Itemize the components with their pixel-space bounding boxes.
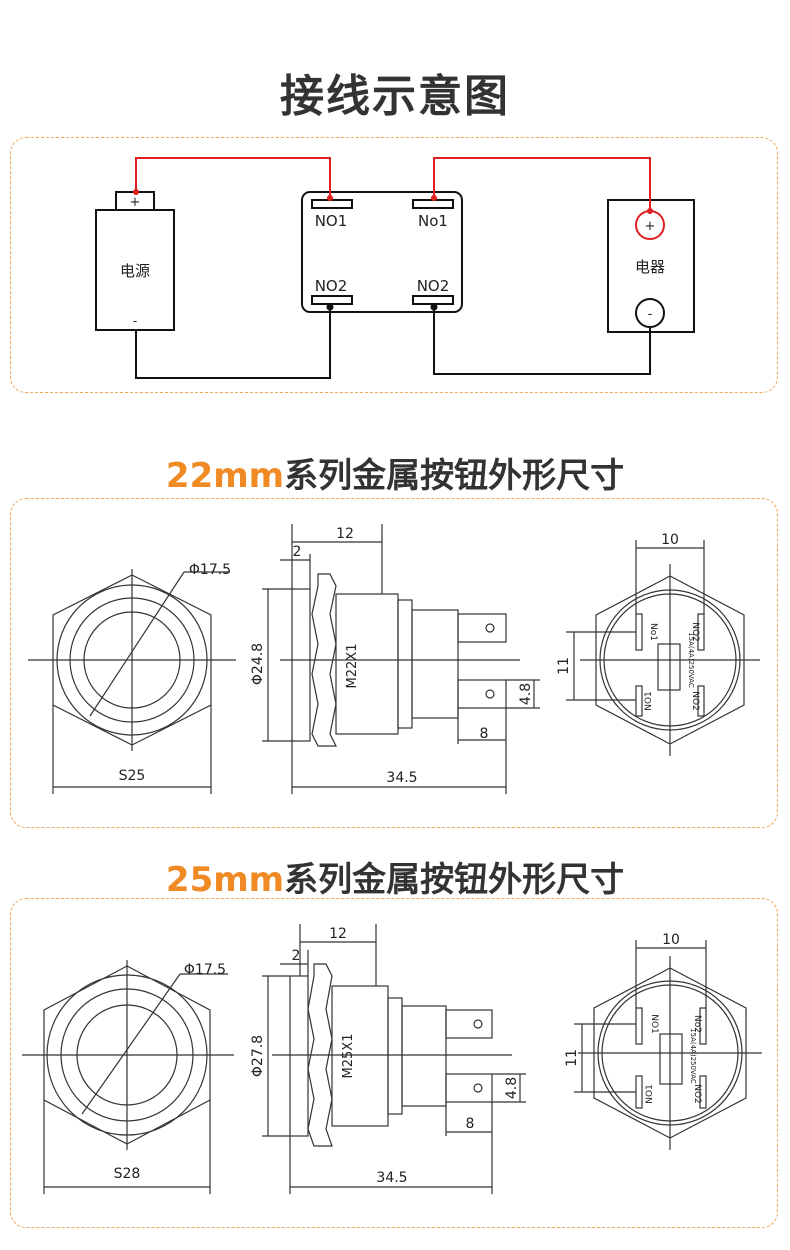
dim-thread-22: M22X1 xyxy=(345,644,360,689)
dimension-panel-25mm xyxy=(10,898,778,1228)
pin-bl-25: NO1 xyxy=(645,1084,655,1104)
dim-10-25: 10 xyxy=(662,932,680,948)
pin-br-25: NO2 xyxy=(692,1084,702,1104)
dim-10-22: 10 xyxy=(661,532,679,548)
dim-4-8-25: 4.8 xyxy=(504,1077,520,1099)
dimension-drawing-25mm: Φ17.5 S28 12 2 Φ27.8 M25X1 34.5 8 4.8 10… xyxy=(22,924,762,1194)
switch-no2-left-pin xyxy=(311,295,353,305)
section-22mm-title-text: 系列金属按钮外形尺寸 xyxy=(284,456,625,496)
load-label: 电器 xyxy=(635,258,665,276)
dim-2-25: 2 xyxy=(292,948,301,964)
pin-tl-22: No1 xyxy=(648,623,658,641)
dim-s-22: S25 xyxy=(119,768,146,784)
pin-tr-22: NO2 xyxy=(690,622,700,642)
dim-11-25: 11 xyxy=(564,1049,580,1067)
dim-phi-body-22: Φ24.8 xyxy=(250,643,266,685)
dim-phi-body-25: Φ27.8 xyxy=(250,1035,266,1077)
switch-label-no1-right: No1 xyxy=(418,212,448,230)
rating-22: 15A(4A)250VAC xyxy=(687,632,695,688)
switch-no1-left-pin xyxy=(311,199,353,209)
rating-25: 15A(4A)250VAC xyxy=(689,1028,697,1084)
page-title: 接线示意图 xyxy=(280,71,510,122)
power-plus-label: + xyxy=(130,195,141,210)
wiring-diagram: + 电源 - NO1 No1 NO2 NO2 + 电器 - xyxy=(95,157,695,379)
dim-12-25: 12 xyxy=(329,926,347,942)
dim-12-22: 12 xyxy=(336,526,354,542)
pin-tl-25: NO1 xyxy=(649,1014,659,1034)
switch-label-no1-left: NO1 xyxy=(315,212,348,230)
dimension-drawing-22mm: Φ17.5 S25 12 2 Φ24.8 M22X1 34.5 8 4.8 10… xyxy=(28,524,760,794)
dim-8-22: 8 xyxy=(480,726,489,742)
switch-label-no2-left: NO2 xyxy=(315,277,348,295)
switch-body xyxy=(301,191,463,313)
red-wire-2 xyxy=(433,157,651,211)
pin-tr-25: No2 xyxy=(692,1015,702,1033)
load-plus-label: + xyxy=(645,219,656,234)
section-25mm-title: 25mm系列金属按钮外形尺寸 xyxy=(0,852,790,901)
dim-2-22: 2 xyxy=(293,544,302,560)
switch-label-no2-right: NO2 xyxy=(417,277,450,295)
pin-bl-22: NO1 xyxy=(644,691,654,711)
dim-s-25: S28 xyxy=(114,1166,141,1182)
dimension-panel-22mm xyxy=(10,498,778,828)
dim-8-25: 8 xyxy=(466,1116,475,1132)
load-minus-label: - xyxy=(648,307,653,322)
dim-11-22: 11 xyxy=(556,657,572,675)
dim-phi-head-25: Φ17.5 xyxy=(184,962,226,978)
dim-thread-25: M25X1 xyxy=(341,1034,356,1079)
switch-no1-right-pin xyxy=(412,199,454,209)
dim-4-8-22: 4.8 xyxy=(518,683,534,705)
dim-phi-head-22: Φ17.5 xyxy=(189,562,231,578)
section-25mm-title-text: 系列金属按钮外形尺寸 xyxy=(284,860,625,900)
pin-br-22: NO2 xyxy=(690,691,700,711)
dim-length-22: 34.5 xyxy=(386,770,417,786)
section-22mm-size: 22mm xyxy=(165,456,285,496)
switch-no2-right-pin xyxy=(412,295,454,305)
dim-length-25: 34.5 xyxy=(376,1170,407,1186)
section-25mm-size: 25mm xyxy=(165,860,285,900)
power-minus-label: - xyxy=(133,314,137,328)
power-label: 电源 xyxy=(120,262,150,280)
section-22mm-title: 22mm系列金属按钮外形尺寸 xyxy=(0,448,790,497)
red-wire-1 xyxy=(135,157,331,200)
